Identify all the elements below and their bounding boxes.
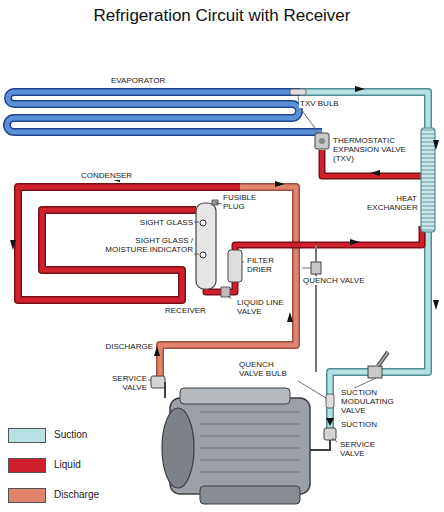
legend-text: Liquid	[54, 459, 81, 470]
legend-text: Suction	[54, 429, 87, 440]
component-label: SUCTION	[340, 420, 390, 429]
component-label: LIQUID LINE VALVE	[236, 298, 288, 316]
legend-swatch	[8, 488, 46, 503]
component-label: SERVICE VALVE	[104, 374, 148, 392]
legend-swatch	[8, 428, 46, 443]
component-label: THERMOSTATIC EXPANSION VALVE (TXV)	[332, 136, 418, 164]
component-label: SIGHT GLASS	[110, 218, 194, 227]
component-label: QUENCH VALVE BULB	[238, 360, 294, 378]
component-label: CONDENSER	[80, 171, 140, 180]
component-label: EVAPORATOR	[110, 76, 180, 85]
component-label: FUSIBLE PLUG	[222, 193, 264, 211]
component-label: RECEIVER	[164, 306, 214, 315]
legend-text: Discharge	[54, 489, 99, 500]
component-label: FILTER DRIER	[246, 256, 290, 274]
legend-swatch	[8, 458, 46, 473]
component-label: SERVICE VALVE	[339, 440, 387, 458]
component-label: TXV BULB	[299, 99, 343, 108]
component-label: SUCTION MODULATING VALVE	[340, 388, 404, 416]
component-label: QUENCH VALVE	[302, 276, 372, 285]
component-label: SIGHT GLASS / MOISTURE INDICATOR	[96, 236, 194, 254]
component-label: HEAT EXCHANGER	[366, 194, 418, 212]
component-label: DISCHARGE	[104, 342, 154, 351]
diagram-title: Refrigeration Circuit with Receiver	[0, 6, 444, 26]
